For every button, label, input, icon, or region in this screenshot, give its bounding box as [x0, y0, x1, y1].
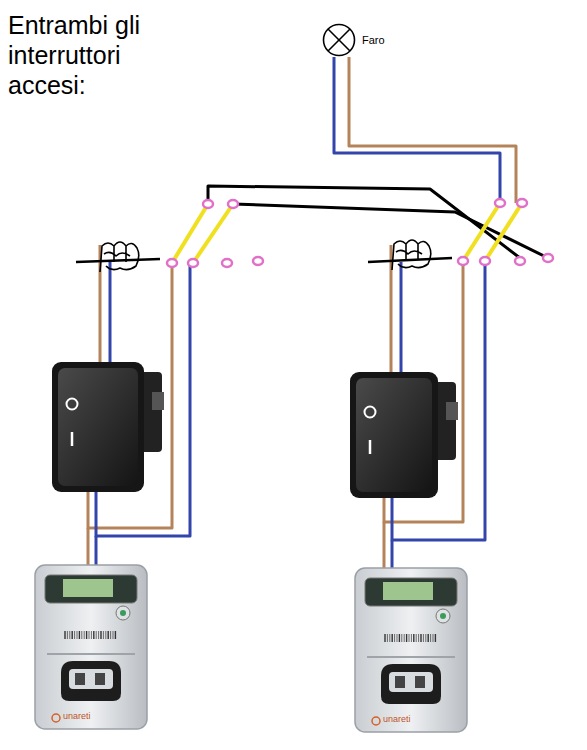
- neutral-wire: [95, 536, 98, 566]
- jumper-wire: [193, 204, 233, 263]
- hand-sketch: [392, 240, 431, 270]
- rocker-switch: [52, 362, 164, 492]
- lamp-outline: [322, 23, 356, 57]
- terminal: [458, 257, 468, 265]
- neutral-wire: [400, 262, 403, 372]
- terminal: [515, 257, 525, 265]
- neutral-wire: [109, 262, 112, 362]
- phase-wire: [87, 528, 90, 566]
- phase-wire: [383, 522, 386, 570]
- lamp-blue-wire: [334, 57, 500, 203]
- terminal: [188, 259, 198, 267]
- mounting-line: [76, 259, 160, 262]
- neutral-wire: [391, 540, 394, 570]
- terminal: [228, 200, 238, 208]
- terminal: [203, 200, 213, 208]
- terminal: [222, 259, 232, 267]
- mounting-line: [368, 258, 452, 262]
- terminal: [167, 259, 177, 267]
- lamp-symbol: Faro: [322, 23, 356, 57]
- terminal: [543, 254, 553, 262]
- terminal-group: [167, 199, 553, 267]
- terminal: [495, 199, 505, 207]
- jumper-wire: [463, 203, 500, 261]
- jumper-wire: [485, 203, 522, 261]
- title: Entrambi gli interruttori accesi:: [8, 10, 183, 100]
- terminal: [253, 257, 263, 265]
- energy-meter: [355, 568, 467, 732]
- meter-brand: unareti: [383, 714, 411, 724]
- lamp-label: Faro: [362, 34, 385, 46]
- meter-brand: unareti: [63, 711, 91, 721]
- hand-sketch: [100, 242, 139, 272]
- lamp-brown-wire: [349, 57, 516, 203]
- rocker-switch: [350, 372, 458, 498]
- energy-meter: [35, 565, 147, 729]
- jumper-wire: [172, 204, 208, 263]
- terminal: [480, 257, 490, 265]
- terminal: [517, 199, 527, 207]
